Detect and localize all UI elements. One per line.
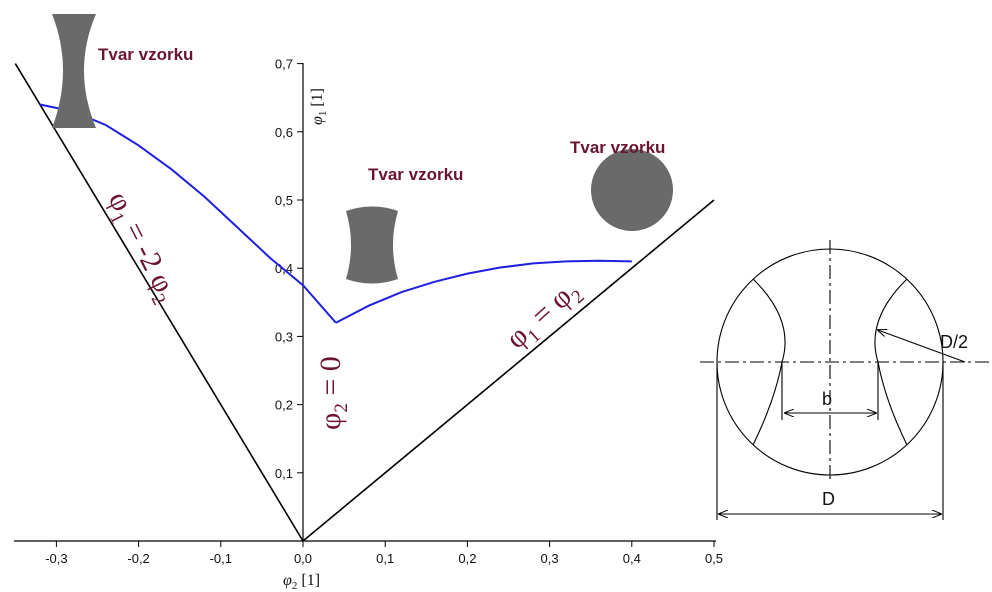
equation-left: φ1 = -2 φ2 (97, 186, 184, 308)
sketch-radius-leader (878, 330, 966, 363)
equation-zero: φ2 = 0 (314, 356, 352, 430)
x-ticks: -0,3 -0,2 -0,1 0,0 0,1 0,2 0,3 0,4 0,5 (45, 541, 723, 566)
x-tick-label: -0,1 (210, 551, 232, 566)
x-tick-label: 0,1 (376, 551, 394, 566)
limit-curve-right (335, 259, 632, 324)
shape-label-1: Tvar vzorku (98, 45, 193, 64)
specimen-sketch (700, 240, 990, 520)
boundary-line-equal (302, 199, 715, 542)
specimen-shape-narrow (52, 14, 96, 128)
y-tick-label: 0,5 (275, 193, 293, 208)
x-tick-label: 0,5 (705, 551, 723, 566)
shape-label-3: Tvar vzorku (570, 138, 665, 157)
x-tick-label: 0,2 (458, 551, 476, 566)
x-axis-label: φ2 [1] (283, 572, 320, 592)
sketch-b-label: b (822, 389, 832, 409)
y-ticks: 0,10,20,30,40,50,60,7 (275, 57, 303, 481)
y-tick-label: 0,7 (275, 57, 293, 72)
sketch-radius-label: D/2 (940, 332, 968, 352)
boundary-line-minus-two (14, 63, 304, 542)
axes: -0,3 -0,2 -0,1 0,0 0,1 0,2 0,3 0,4 0,5 0,1 0,2 0,3… (14, 57, 723, 592)
y-axis-label: φ1 [1] (309, 88, 329, 125)
shape-label-2: Tvar vzorku (368, 165, 463, 184)
x-tick-label: 0,0 (294, 551, 312, 566)
y-tick-label: 0,1 (275, 466, 293, 481)
x-tick-label: -0,3 (45, 551, 67, 566)
sketch-d-label: D (822, 489, 835, 509)
x-tick-label: 0,4 (623, 551, 641, 566)
y-tick-label: 0,6 (275, 125, 293, 140)
y-tick-label: 0,2 (275, 398, 293, 413)
specimen-shape-round (591, 149, 673, 231)
equation-right: φ1 = φ2 (500, 273, 589, 359)
y-tick-label: 0,3 (275, 329, 293, 344)
x-tick-label: 0,3 (541, 551, 559, 566)
specimen-shape-medium (346, 206, 398, 284)
x-tick-label: -0,2 (127, 551, 149, 566)
